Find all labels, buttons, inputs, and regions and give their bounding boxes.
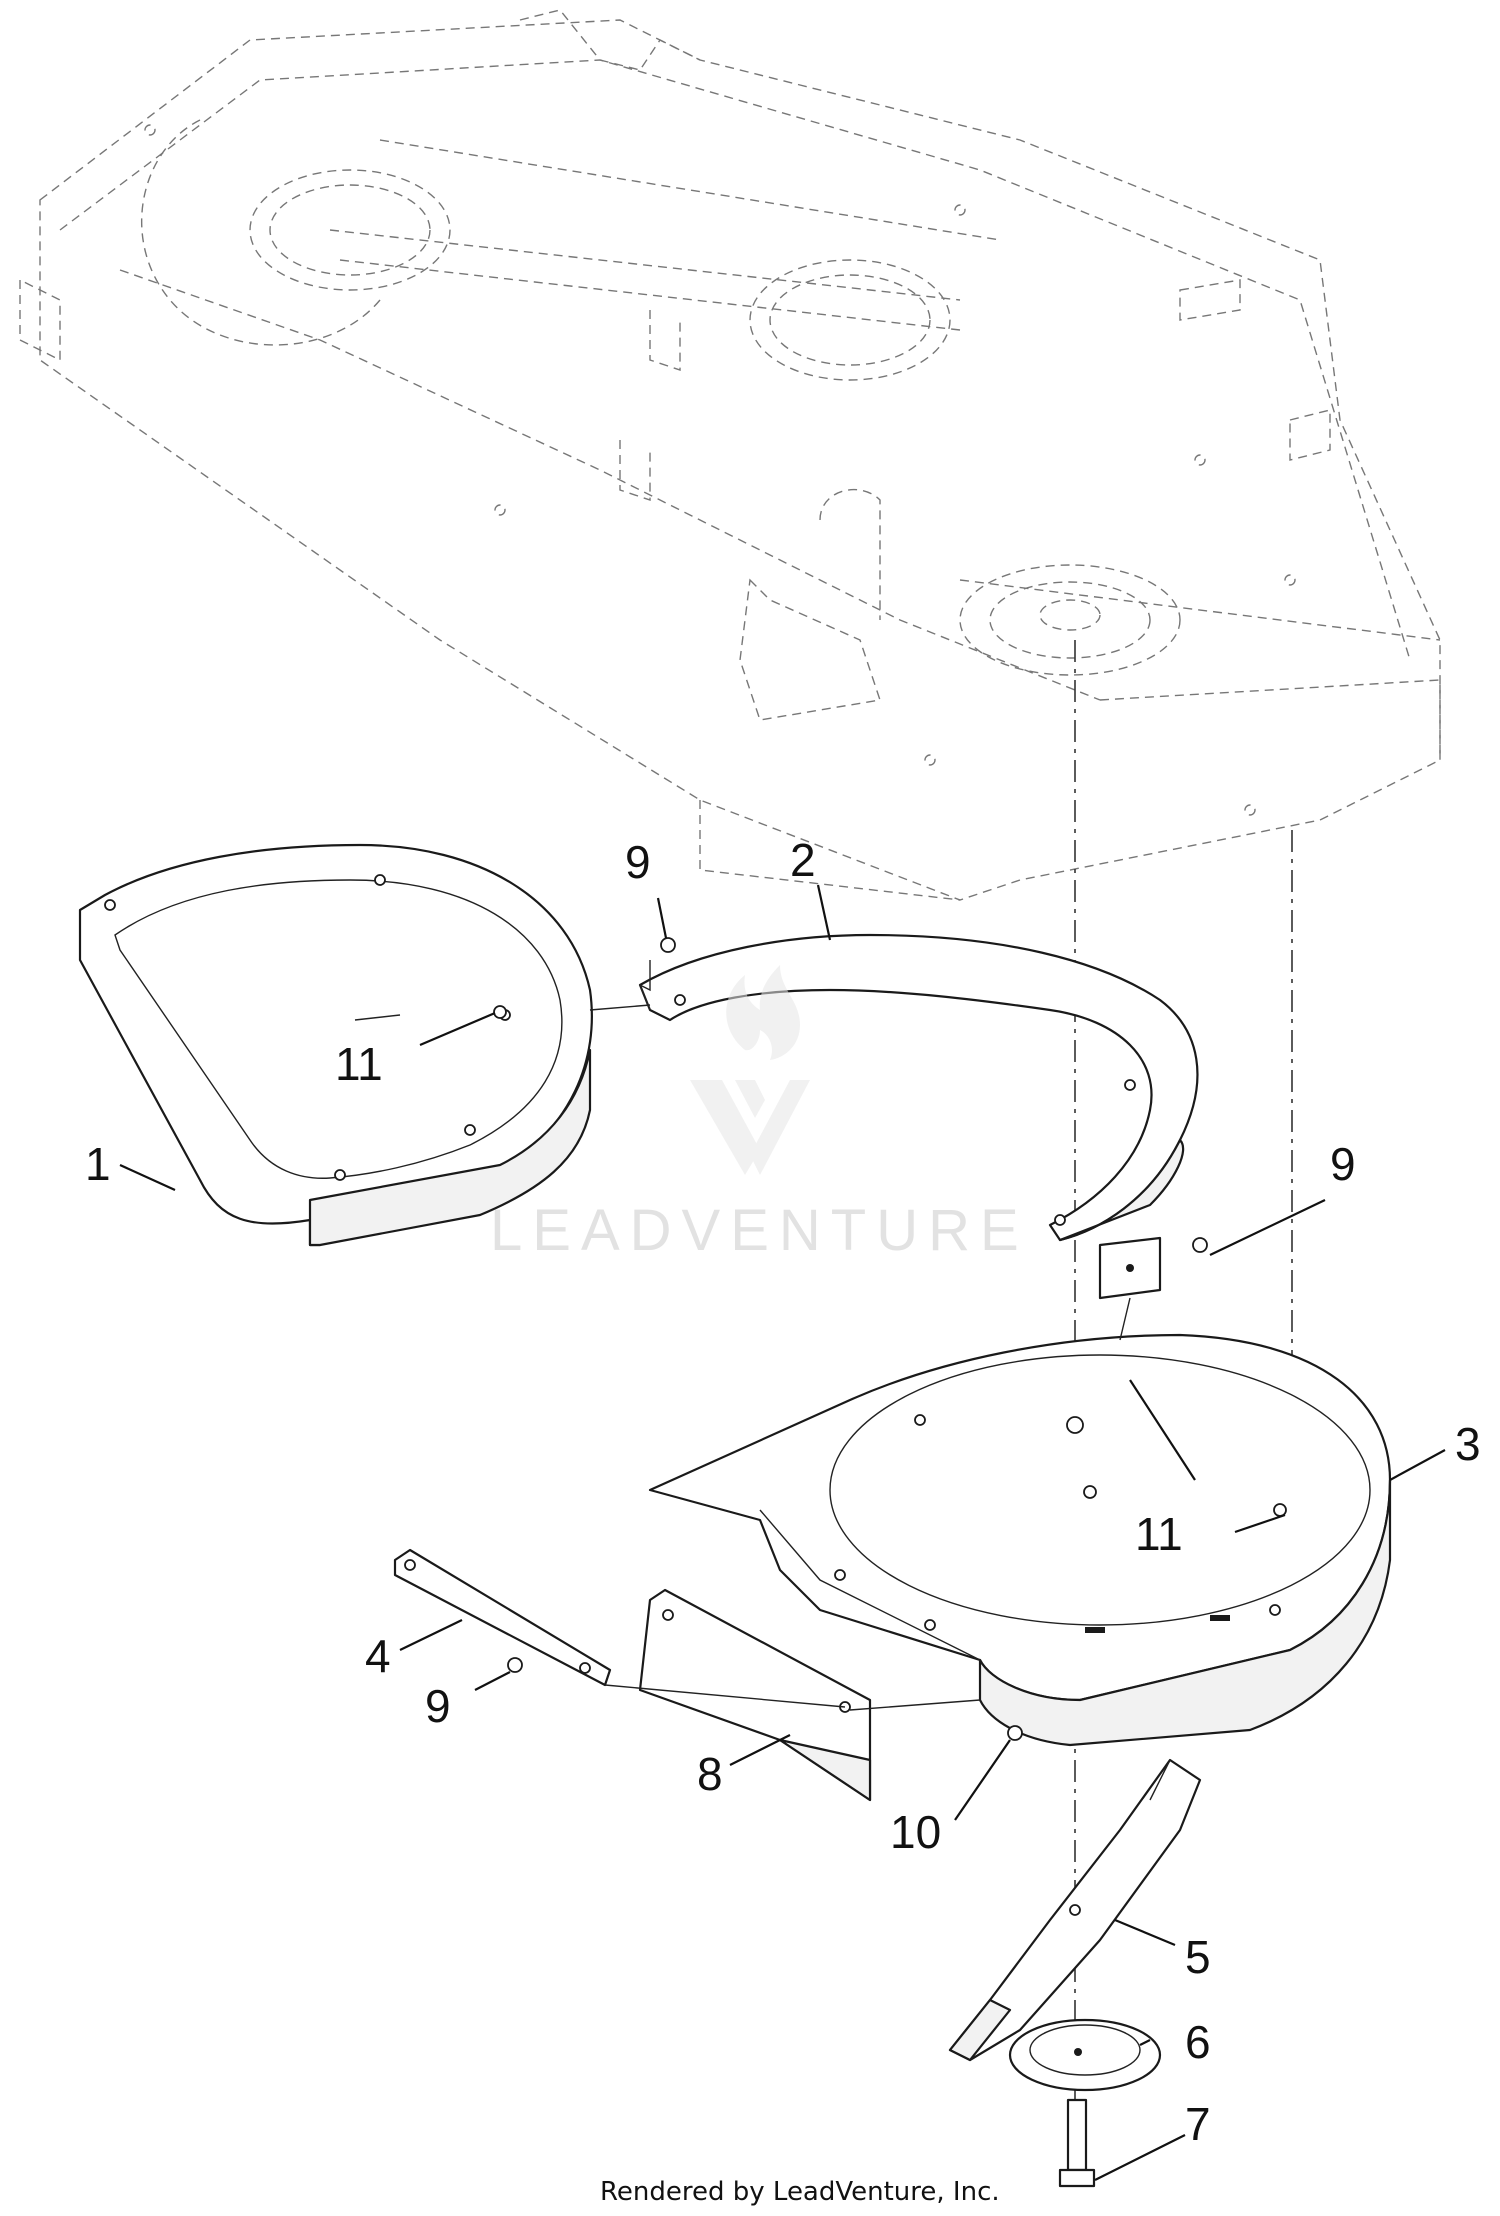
callout-9-left: 9: [425, 1680, 451, 1732]
callout-9-top: 9: [625, 836, 651, 888]
callout-leaders: [119, 884, 1446, 2181]
part-8-deflector[interactable]: [638, 1588, 872, 1802]
watermark-brand: LEADVENTURE: [490, 1198, 1029, 1263]
mounting-bracket[interactable]: [1098, 1236, 1162, 1341]
callout-11-right: 11: [1135, 1508, 1183, 1560]
part-3-housing[interactable]: [648, 1333, 1392, 1747]
callout-labels: 1 2 3 4 5 6 7 8 9 9 9 10 11 11: [85, 834, 1481, 2150]
hardware-items[interactable]: [493, 937, 1208, 1741]
callout-5: 5: [1185, 1931, 1211, 1983]
render-credit: Rendered by LeadVenture, Inc.: [600, 2177, 1000, 2207]
part-4-bar[interactable]: [393, 1548, 612, 1687]
flame-logo-icon: [690, 965, 810, 1175]
callout-1: 1: [85, 1138, 111, 1190]
callout-6: 6: [1185, 2016, 1211, 2068]
brand-watermark: LEADVENTURE: [490, 965, 1029, 1263]
part-1-baffle[interactable]: [78, 843, 593, 1247]
callout-8: 8: [697, 1748, 723, 1800]
part-5-blade[interactable]: [948, 1758, 1202, 2062]
callout-9-right: 9: [1330, 1138, 1356, 1190]
callout-4: 4: [365, 1630, 391, 1682]
callout-11-left: 11: [335, 1038, 383, 1090]
mower-deck-ghost: [19, 9, 1441, 901]
part-6-blade-cup[interactable]: [1008, 2018, 1162, 2092]
assembly-link-lines: [354, 1004, 981, 1711]
callout-7: 7: [1185, 2098, 1211, 2150]
callout-2: 2: [790, 834, 816, 886]
callout-3: 3: [1455, 1418, 1481, 1470]
callout-10: 10: [890, 1806, 941, 1858]
part-7-bolt[interactable]: [1058, 2098, 1096, 2188]
part-2-baffle-strip[interactable]: [638, 933, 1199, 1242]
